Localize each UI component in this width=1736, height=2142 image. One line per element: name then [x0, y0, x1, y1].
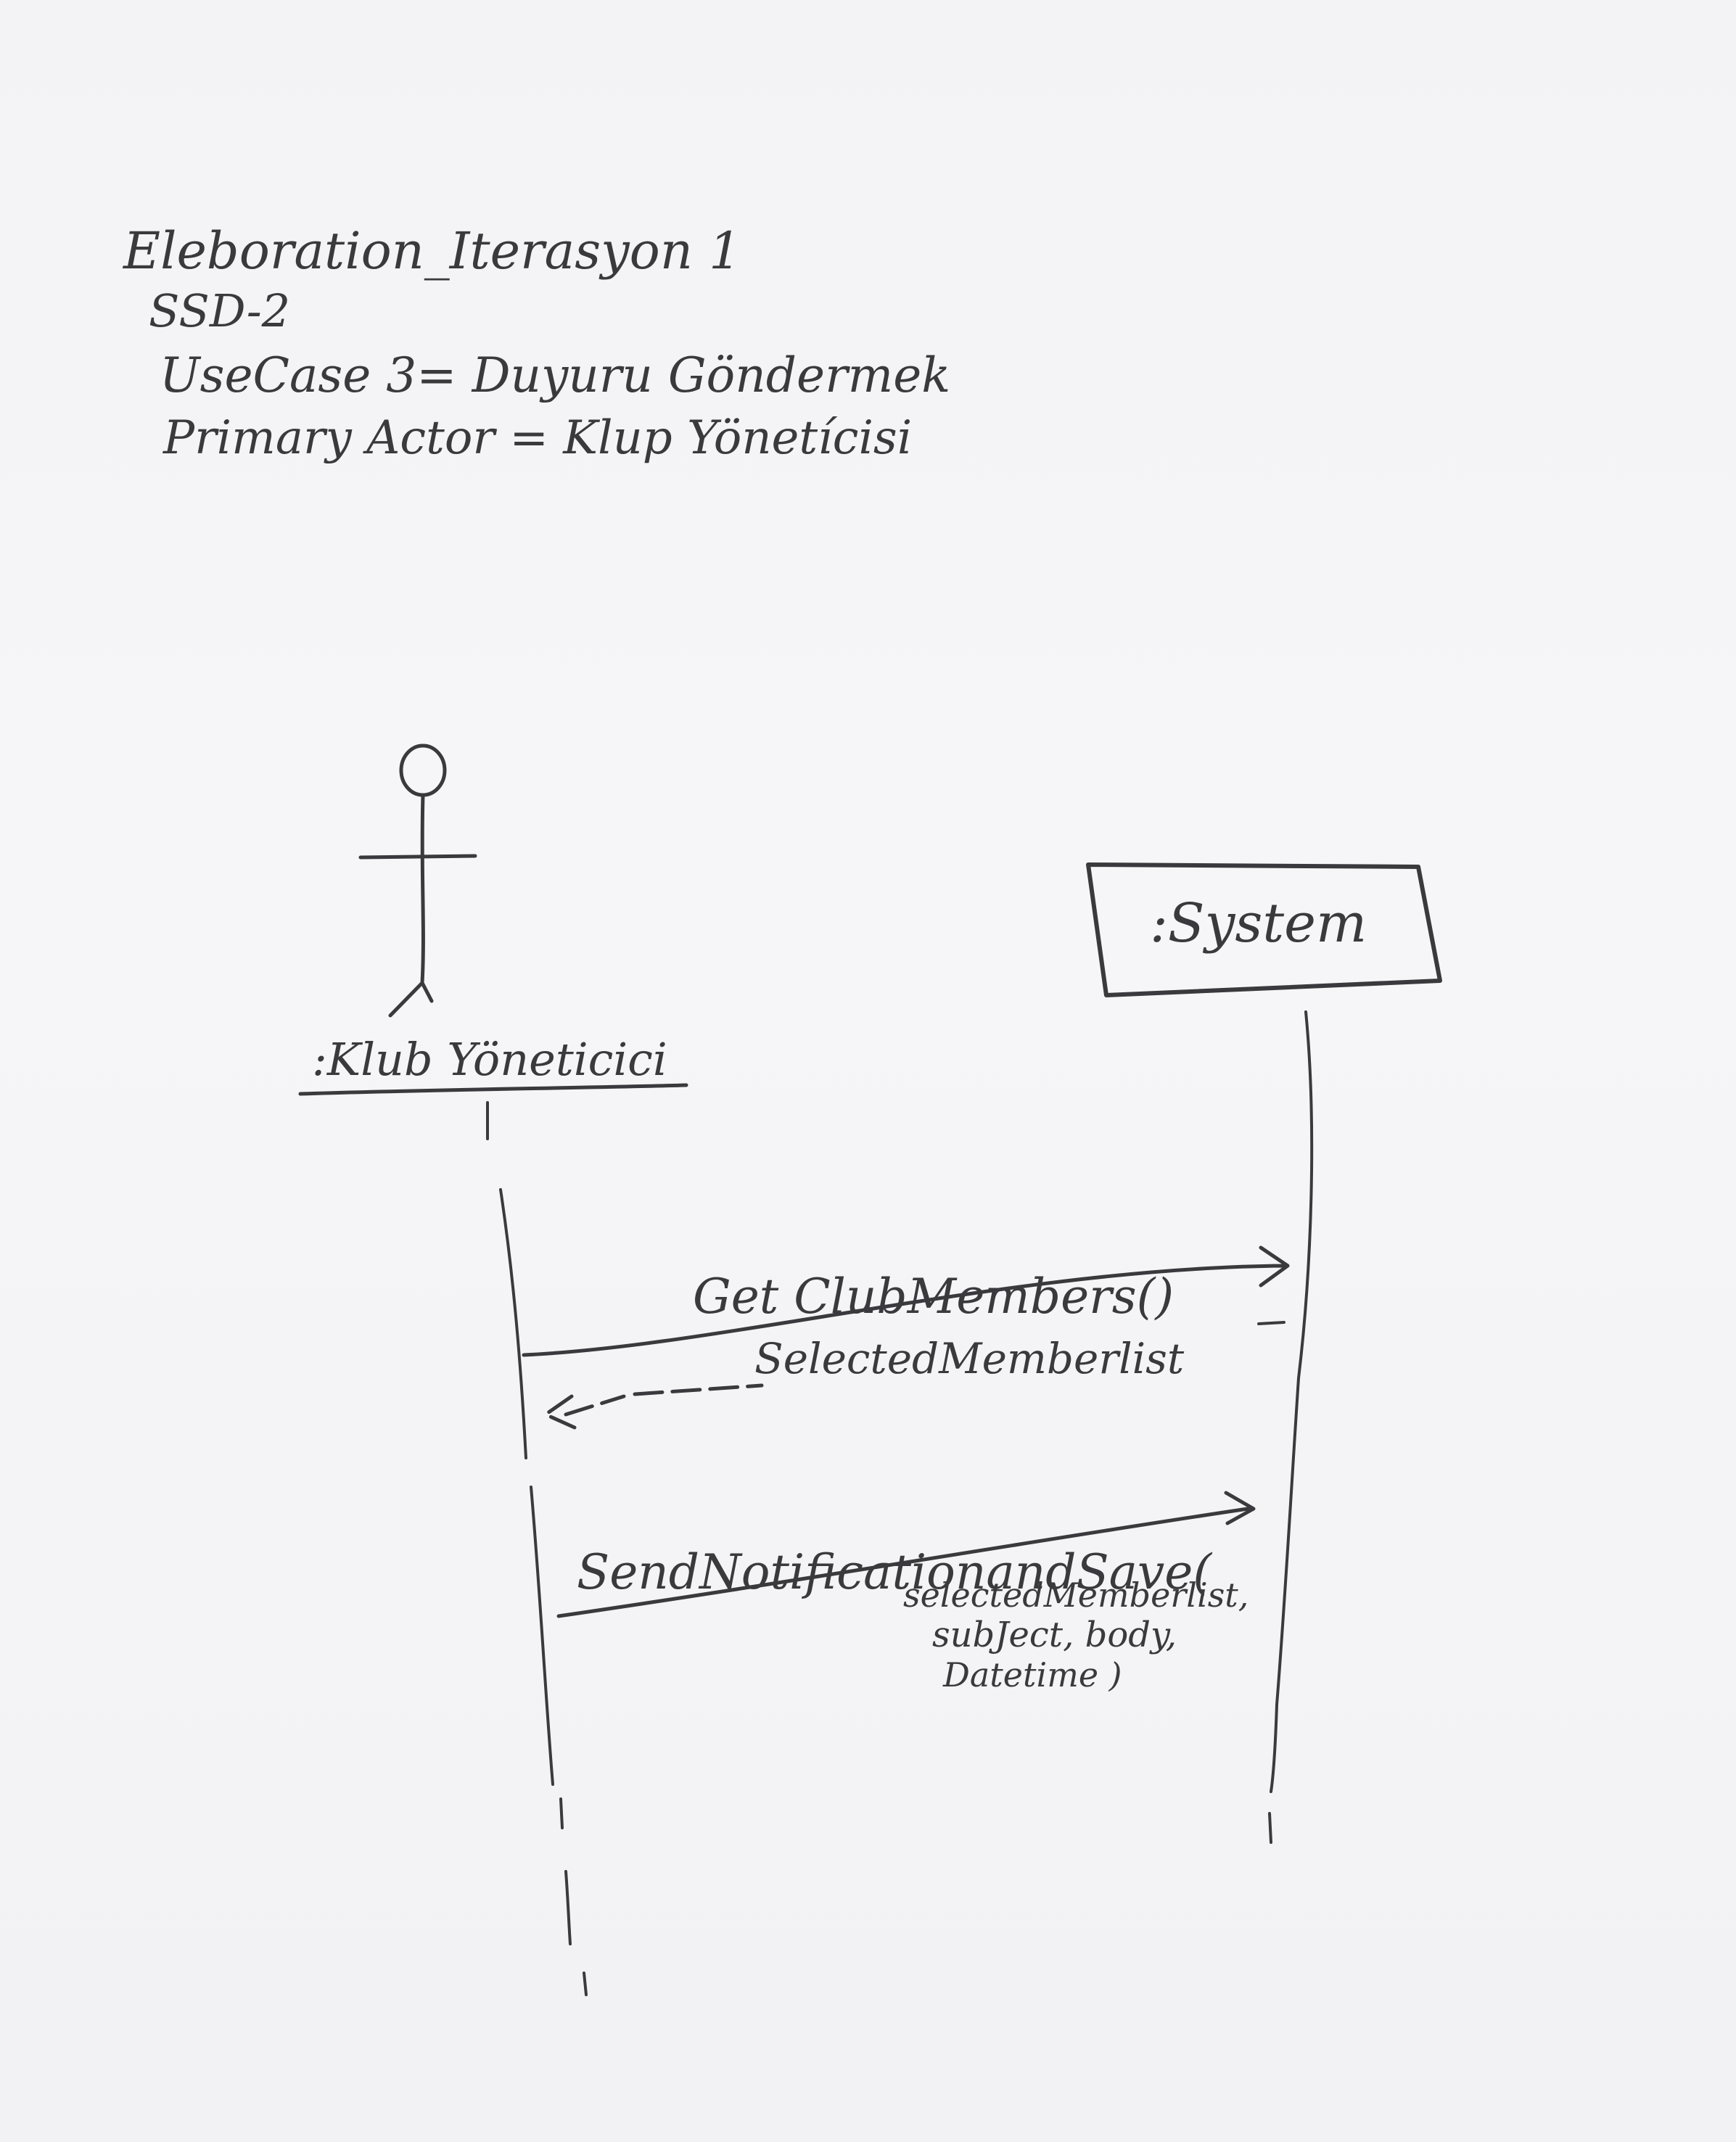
- header-line-4: Primary Actor = Klup Yönetícisi: [163, 411, 912, 465]
- system-label: :System: [1150, 892, 1367, 955]
- message-arrow-get-club-members: [522, 1245, 1290, 1357]
- message-label-send-notification: SendNotificationandSave(: [577, 1544, 1212, 1600]
- header-line-3: UseCase 3= Duyuru Göndermek: [160, 347, 950, 403]
- actor-label-underline: [298, 1083, 688, 1096]
- return-stub: [1257, 1321, 1285, 1325]
- param-line-2: subJect, body,: [932, 1615, 1177, 1655]
- actor-legs: [388, 981, 434, 1018]
- header-line-2: SSD-2: [149, 284, 290, 337]
- actor-label: :Klub Yöneticici: [312, 1033, 667, 1086]
- system-object: :System: [1086, 862, 1442, 997]
- message-label-selected-memberlist: SelectedMemberlist: [754, 1334, 1185, 1383]
- message-arrow-selected-memberlist: [543, 1383, 764, 1430]
- system-lifeline: [1268, 1010, 1314, 1844]
- actor-arms: [358, 854, 477, 860]
- system-box: [1086, 862, 1442, 997]
- message-get-club-members: Get ClubMembers(): [522, 1245, 1290, 1357]
- param-line-3: Datetime ): [942, 1655, 1122, 1694]
- message-arrow-send-notification: [556, 1491, 1256, 1618]
- actor-body: [420, 793, 425, 985]
- message-selected-memberlist: SelectedMemberlist: [543, 1321, 1285, 1430]
- param-line-1: selectedMemberlist,: [903, 1575, 1248, 1615]
- header-line-1: Eleboration_Iterasyon 1: [122, 221, 741, 281]
- actor-figure: [358, 743, 477, 1018]
- header-notes: Eleboration_Iterasyon 1 SSD-2 UseCase 3=…: [122, 221, 950, 465]
- actor-head: [399, 743, 447, 797]
- actor-lifeline: [486, 1101, 588, 1996]
- message-send-notification: SendNotificationandSave( selectedMemberl…: [556, 1491, 1256, 1694]
